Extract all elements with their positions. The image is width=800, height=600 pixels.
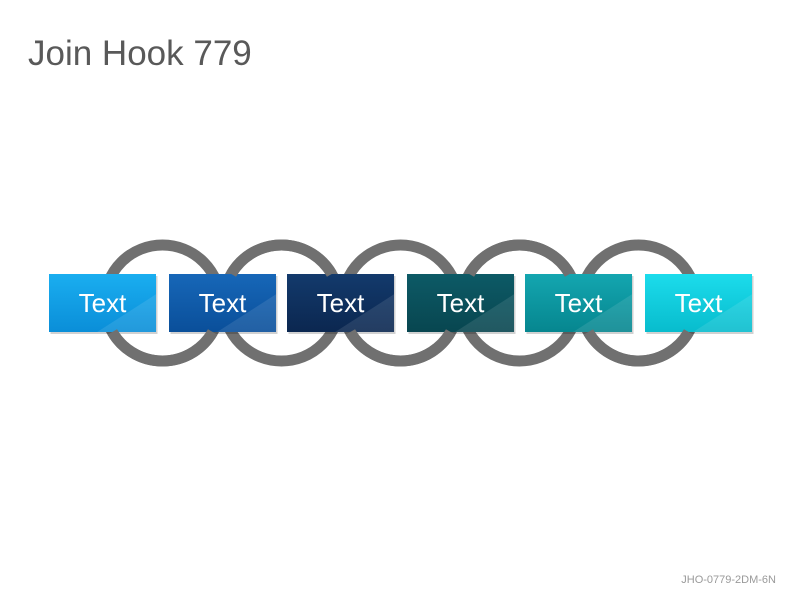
chain-box-fill xyxy=(525,274,632,332)
chain-ring-arc xyxy=(226,239,337,277)
chain-box-sheen xyxy=(573,294,632,332)
chain-box-label: Text xyxy=(675,288,723,318)
chain-box-fill xyxy=(49,274,156,332)
boxes-layer: Text Text Text Text Text Text xyxy=(49,274,754,334)
chain-ring-arc xyxy=(107,329,218,367)
chain-ring-arc xyxy=(464,239,575,277)
chain-ring-arc xyxy=(345,329,456,367)
chain-box: Text xyxy=(49,274,158,334)
chain-box-sheen xyxy=(97,294,156,332)
chain-box: Text xyxy=(645,274,754,334)
chain-box-sheen xyxy=(455,294,514,332)
slide-title: Join Hook 779 xyxy=(28,34,252,73)
chain-box: Text xyxy=(407,274,516,334)
chain-box-sheen xyxy=(693,294,752,332)
chain-box-fill xyxy=(645,274,752,332)
chain-box-label: Text xyxy=(437,288,485,318)
chain-box-fill xyxy=(287,274,394,332)
chain-box-label: Text xyxy=(199,288,247,318)
rings-front-layer xyxy=(107,239,694,367)
chain-box-fill xyxy=(407,274,514,332)
chain-box-label: Text xyxy=(555,288,603,318)
chain-box-label: Text xyxy=(317,288,365,318)
chain-box-label: Text xyxy=(79,288,127,318)
chain-ring-arc xyxy=(583,329,694,367)
chain-box-sheen xyxy=(217,294,276,332)
chain-box: Text xyxy=(287,274,396,334)
chain-box: Text xyxy=(525,274,634,334)
chain-box-fill xyxy=(169,274,276,332)
footer-code: JHO-0779-2DM-6N xyxy=(681,574,776,586)
chain-box: Text xyxy=(169,274,278,334)
chain-box-sheen xyxy=(335,294,394,332)
